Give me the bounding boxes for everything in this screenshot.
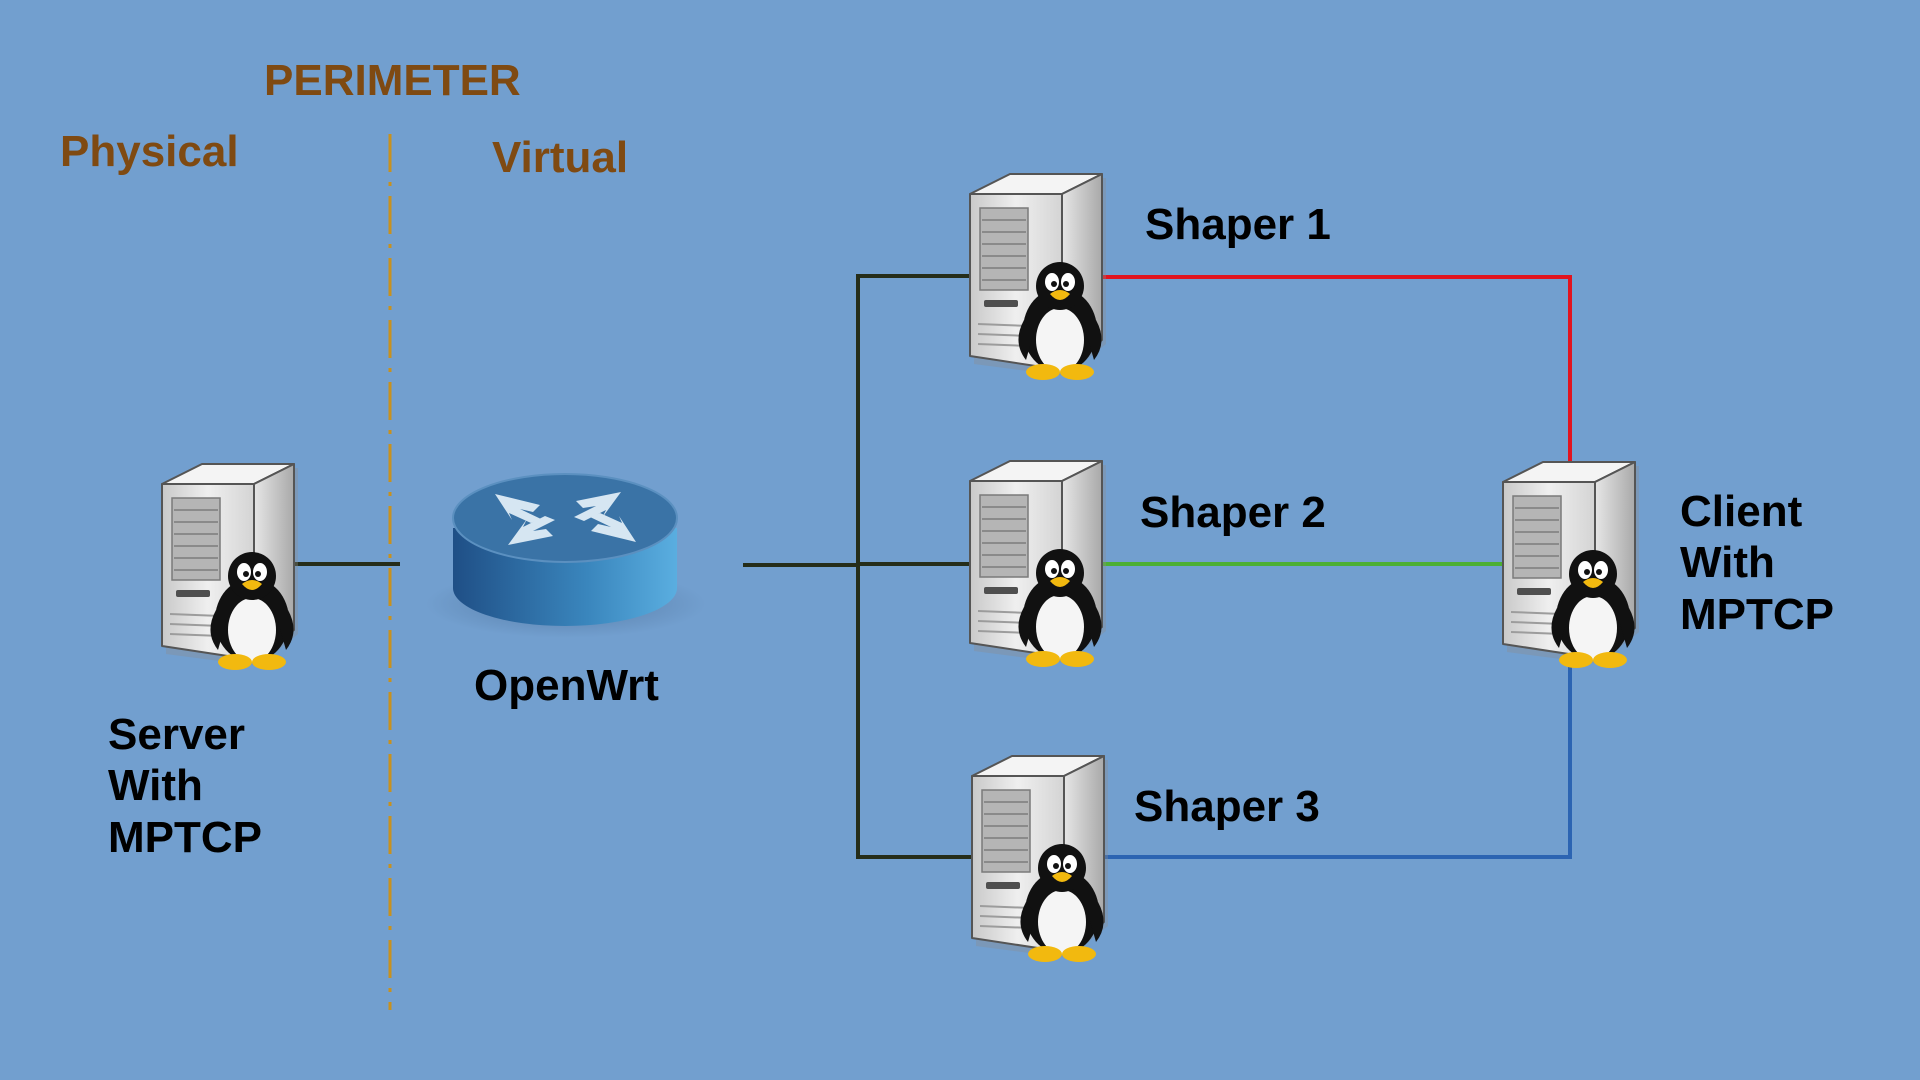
server-label-line: MPTCP <box>108 812 262 862</box>
shaper3-client-link <box>1100 662 1572 859</box>
shaper1-client-link <box>1098 275 1572 464</box>
shaper2-label: Shaper 2 <box>1140 488 1326 537</box>
shaper1-server-icon <box>970 174 1106 380</box>
shaper2-server-icon <box>970 461 1106 667</box>
physical-heading: Physical <box>60 127 239 176</box>
client-server-icon <box>1503 462 1639 668</box>
client-label: Client With MPTCP <box>1680 486 1834 640</box>
server-label-line: Server <box>108 710 246 759</box>
router-icon <box>426 473 706 638</box>
shaper3-label: Shaper 3 <box>1134 782 1320 831</box>
router-label: OpenWrt <box>474 661 659 710</box>
server-icon <box>162 464 298 670</box>
client-label-line: With <box>1680 538 1775 588</box>
server-label: Server With MPTCP <box>108 709 262 863</box>
server-label-line: With <box>108 761 203 811</box>
client-label-line: Client <box>1680 487 1803 536</box>
perimeter-heading: PERIMETER <box>264 56 521 105</box>
shaper3-server-icon <box>972 756 1108 962</box>
virtual-heading: Virtual <box>492 133 629 182</box>
client-label-line: MPTCP <box>1680 589 1834 639</box>
shaper1-label: Shaper 1 <box>1145 200 1331 249</box>
